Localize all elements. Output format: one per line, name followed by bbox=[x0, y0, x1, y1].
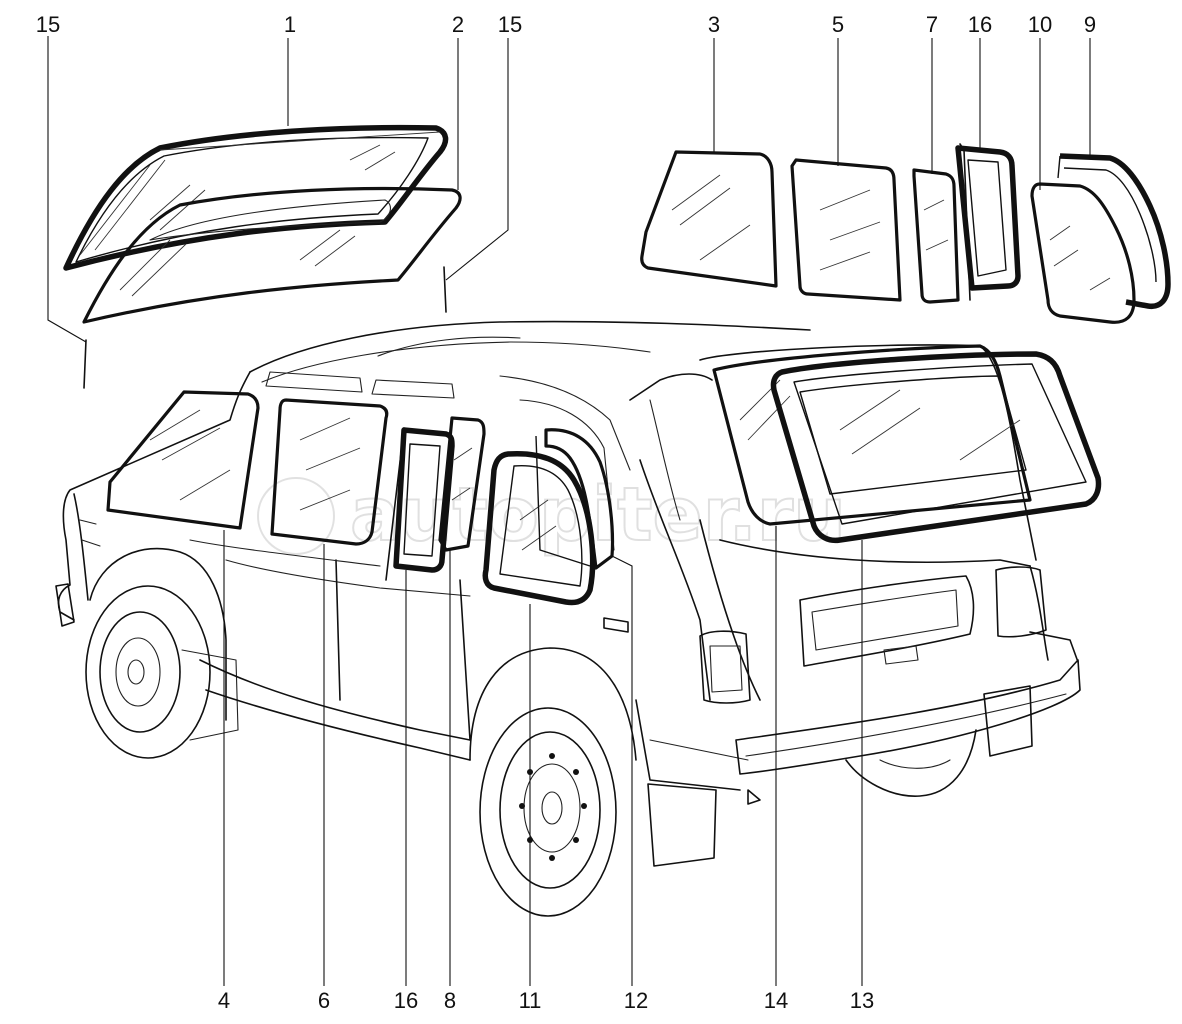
callout-2: 2 bbox=[452, 12, 464, 37]
window-part-3 bbox=[640, 150, 778, 288]
window-part-5 bbox=[790, 158, 902, 302]
callout-15-right: 15 bbox=[498, 12, 522, 37]
callout-13: 13 bbox=[850, 988, 874, 1013]
rear-window-seal-part-13 bbox=[770, 351, 1102, 544]
windshield-part-1 bbox=[63, 124, 449, 271]
callout-5: 5 bbox=[832, 12, 844, 37]
window-part-4 bbox=[106, 390, 260, 530]
callout-3: 3 bbox=[708, 12, 720, 37]
quarter-window-part-12 bbox=[535, 428, 615, 570]
wheel-bolts bbox=[519, 753, 587, 861]
leader-lines bbox=[47, 36, 1091, 986]
trim-strip-part-15-right bbox=[443, 266, 447, 313]
window-part-8 bbox=[438, 416, 486, 552]
quarter-window-part-10 bbox=[1030, 182, 1136, 324]
callouts-top: 15 1 2 15 3 5 7 16 10 9 bbox=[36, 12, 1096, 37]
watermark-text: autopiter.ru bbox=[350, 472, 846, 558]
callout-8: 8 bbox=[444, 988, 456, 1013]
callout-15-left: 15 bbox=[36, 12, 60, 37]
window-part-16-top bbox=[955, 143, 1021, 301]
callout-6: 6 bbox=[318, 988, 330, 1013]
callout-14: 14 bbox=[764, 988, 788, 1013]
window-part-6 bbox=[270, 398, 389, 546]
callout-4: 4 bbox=[218, 988, 230, 1013]
callout-16-bottom: 16 bbox=[394, 988, 418, 1013]
car-body bbox=[55, 320, 1081, 917]
callouts-bottom: 4 6 16 8 11 12 14 13 bbox=[218, 988, 874, 1013]
watermark: autopiter.ru bbox=[257, 471, 847, 559]
callout-1: 1 bbox=[284, 12, 296, 37]
callout-9: 9 bbox=[1084, 12, 1096, 37]
trim-strip-part-15-left bbox=[83, 339, 87, 389]
callout-12: 12 bbox=[624, 988, 648, 1013]
windshield-seal-part-2 bbox=[82, 186, 462, 324]
callout-7: 7 bbox=[926, 12, 938, 37]
callout-16-top: 16 bbox=[968, 12, 992, 37]
quarter-window-part-11 bbox=[482, 450, 596, 606]
quarter-window-seal-part-9 bbox=[1057, 153, 1171, 310]
window-part-7 bbox=[912, 168, 960, 304]
callout-10: 10 bbox=[1028, 12, 1052, 37]
callout-11: 11 bbox=[519, 988, 542, 1013]
